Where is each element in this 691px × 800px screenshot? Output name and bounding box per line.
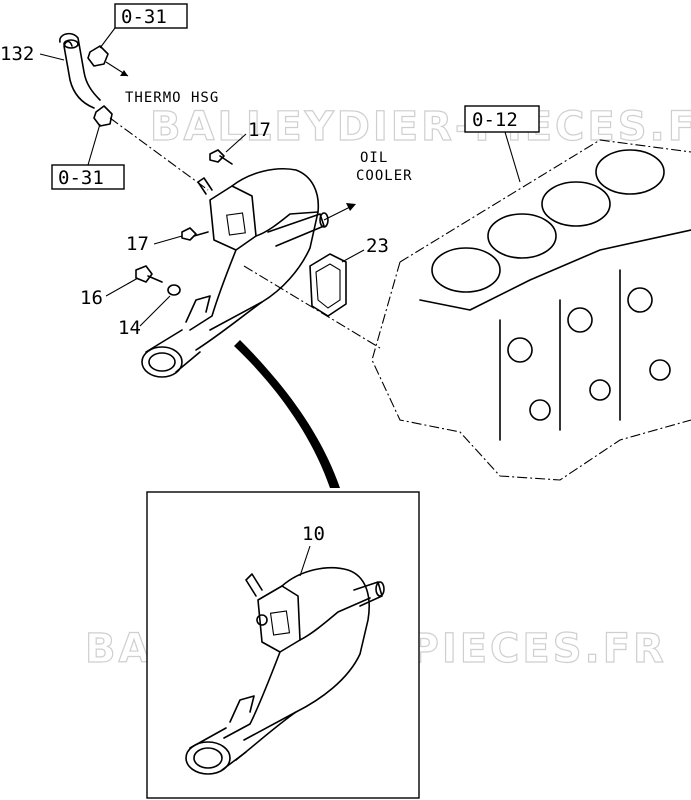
- callout-10: 10: [302, 523, 325, 545]
- gasket-23: [309, 253, 347, 317]
- bolt-17-upper: [209, 149, 233, 165]
- clamp-top: [87, 45, 109, 67]
- callout-16: 16: [80, 287, 103, 309]
- hose-132: [59, 32, 101, 109]
- bolt-16: [135, 265, 163, 283]
- callout-arrow: [234, 340, 340, 488]
- note-cooler: COOLER: [356, 168, 413, 184]
- callout-23: 23: [366, 235, 389, 257]
- ref-left-label: 0-31: [58, 167, 104, 189]
- bolt-17-lower: [181, 227, 209, 241]
- callout-132: 132: [0, 43, 34, 65]
- note-thermo-hsg: THERMO HSG: [125, 90, 219, 106]
- ref-top-label: 0-31: [121, 6, 167, 28]
- note-oil: OIL: [360, 150, 388, 166]
- ref-box-block: [464, 105, 540, 133]
- washer-14: [167, 284, 181, 296]
- callout-14: 14: [118, 317, 141, 339]
- callout-17-upper: 17: [248, 119, 271, 141]
- watermark-top: BALLEYDIER-PIECES.FR: [150, 104, 691, 150]
- engine-block: [371, 139, 691, 481]
- water-pipe-detail: [185, 566, 385, 775]
- clamp-left: [93, 105, 113, 127]
- ref-block-label: 0-12: [472, 109, 518, 131]
- callout-17-lower: 17: [126, 233, 149, 255]
- ref-box-top: [114, 3, 188, 29]
- water-pipe-assembly: [141, 167, 329, 378]
